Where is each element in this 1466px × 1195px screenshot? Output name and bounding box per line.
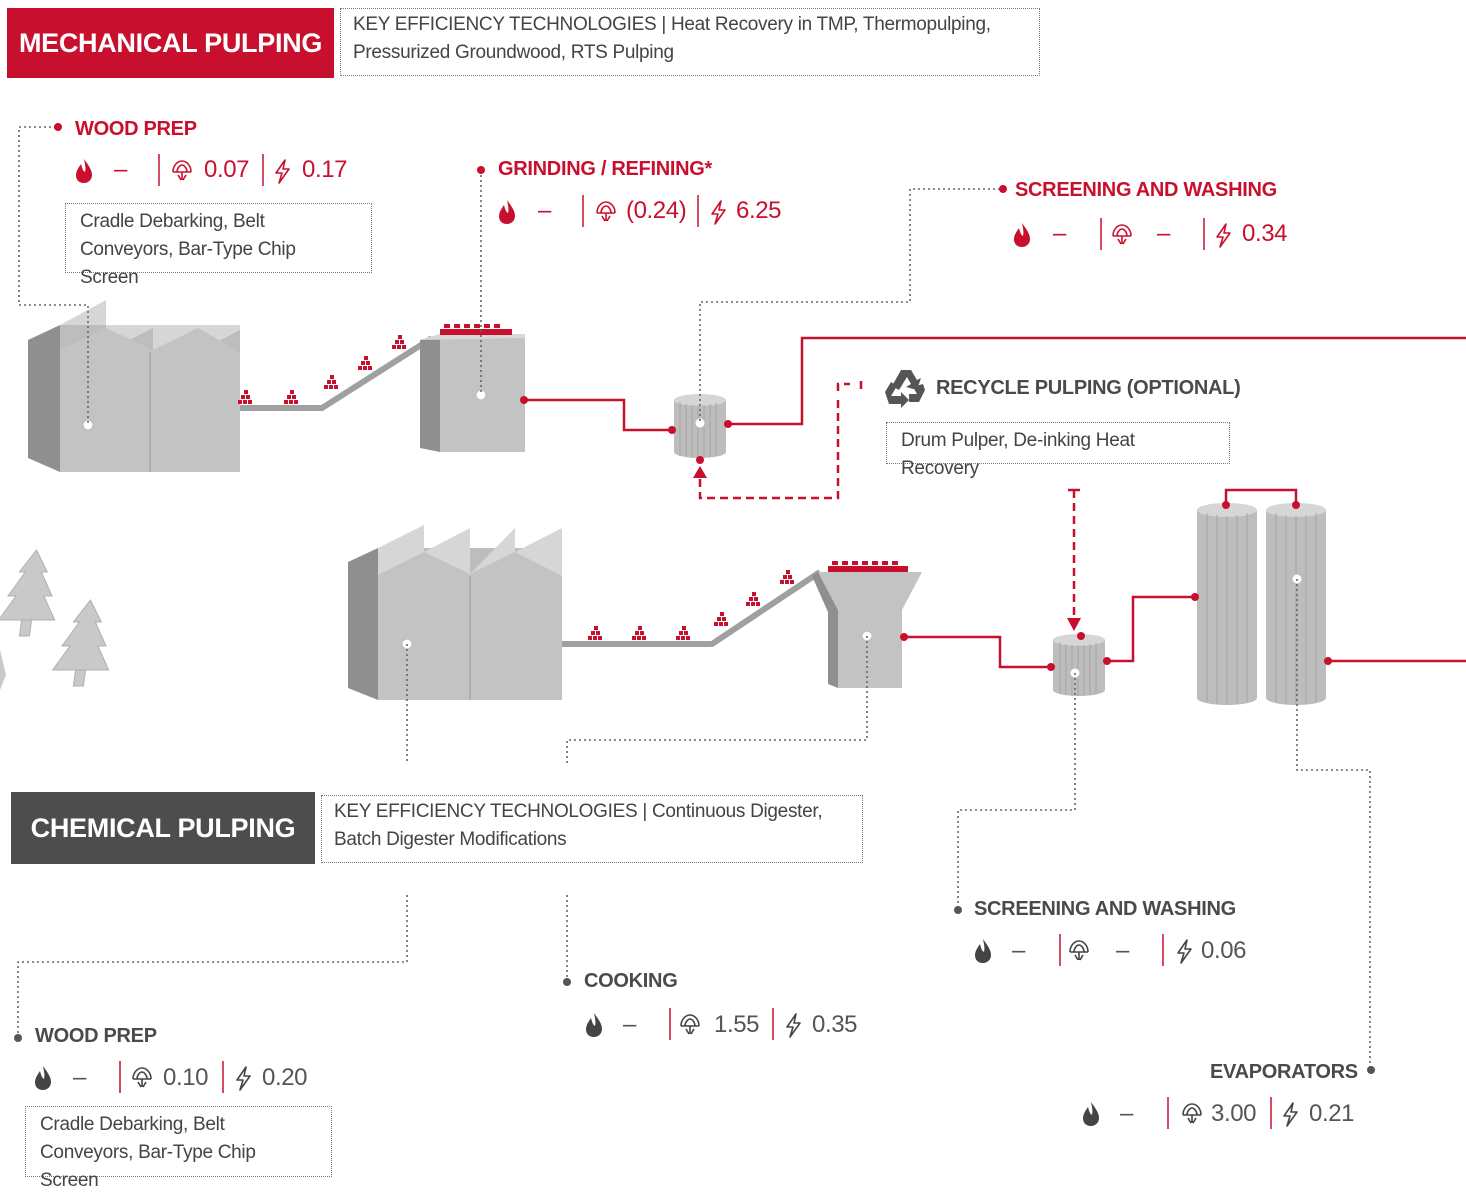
mechanical-wood-prep-fuel: – — [114, 156, 127, 183]
grinding-steam: (0.24) — [626, 197, 687, 224]
mechanical-wood-prep-title: WOOD PREP — [75, 118, 197, 140]
forest — [0, 549, 119, 690]
mechanical-screening-fuel: – — [1053, 220, 1066, 247]
evaporators-electricity: 0.21 — [1309, 1100, 1355, 1127]
stat-dividers — [119, 154, 1272, 1129]
evaporators-steam: 3.00 — [1211, 1100, 1257, 1127]
cooking-steam: 1.55 — [714, 1011, 760, 1038]
mechanical-screening-electricity: 0.34 — [1242, 220, 1288, 247]
cooking-title: COOKING — [584, 970, 678, 992]
recycle-icon — [885, 370, 925, 408]
mechanical-screening-title: SCREENING AND WASHING — [1015, 179, 1277, 201]
chemical-screening-steam: – — [1116, 937, 1129, 964]
cooking-fuel: – — [623, 1011, 636, 1038]
mechanical-screening-steam: – — [1157, 220, 1170, 247]
chemical-wood-prep-fuel: – — [73, 1064, 86, 1091]
chemical-key-technologies: KEY EFFICIENCY TECHNOLOGIES | Continuous… — [321, 795, 863, 863]
mechanical-key-technologies: KEY EFFICIENCY TECHNOLOGIES | Heat Recov… — [340, 8, 1040, 76]
mechanical-wood-prep-tech: Cradle Debarking, Belt Conveyors, Bar-Ty… — [65, 203, 372, 288]
chemical-screening-fuel: – — [1012, 937, 1025, 964]
refiner-machine — [420, 324, 528, 452]
mechanical-screen-cylinder — [668, 394, 732, 464]
chemical-conveyor — [562, 569, 822, 647]
chemical-wood-prep-tech: Cradle Debarking, Belt Conveyors, Bar-Ty… — [25, 1106, 332, 1191]
cooking-electricity: 0.35 — [812, 1011, 858, 1038]
chemical-screening-title: SCREENING AND WASHING — [974, 898, 1236, 920]
chemical-pulping-header: CHEMICAL PULPING — [11, 792, 315, 864]
mechanical-conveyor — [238, 335, 434, 411]
chemical-wood-prep-electricity: 0.20 — [262, 1064, 308, 1091]
leader-lines — [17, 126, 1371, 1068]
grinding-electricity: 6.25 — [736, 197, 782, 224]
grinding-fuel: – — [538, 197, 551, 224]
chemical-wood-prep-steam: 0.10 — [163, 1064, 209, 1091]
mechanical-flow-lines — [527, 336, 1466, 500]
grinding-refining-title: GRINDING / REFINING* — [498, 158, 713, 180]
recycle-pulping-title: RECYCLE PULPING (OPTIONAL) — [936, 377, 1241, 399]
chemical-flow-lines — [906, 488, 1466, 669]
mechanical-factory — [28, 300, 240, 472]
chemical-screening-electricity: 0.06 — [1201, 937, 1247, 964]
evaporators-title: EVAPORATORS — [1210, 1061, 1358, 1083]
evaporator-tanks — [1191, 501, 1332, 705]
digester-machine — [812, 561, 922, 688]
recycle-pulping-tech: Drum Pulper, De-inking Heat Recovery — [886, 422, 1230, 479]
chemical-wood-prep-title: WOOD PREP — [35, 1025, 157, 1047]
evaporators-fuel: – — [1120, 1100, 1133, 1127]
mechanical-pulping-header: MECHANICAL PULPING — [7, 8, 334, 78]
mechanical-wood-prep-steam: 0.07 — [204, 156, 250, 183]
mechanical-wood-prep-electricity: 0.17 — [302, 156, 348, 183]
leader-dots — [14, 123, 1375, 1074]
chemical-screen-cylinder — [1047, 632, 1111, 696]
chemical-factory — [348, 525, 562, 700]
